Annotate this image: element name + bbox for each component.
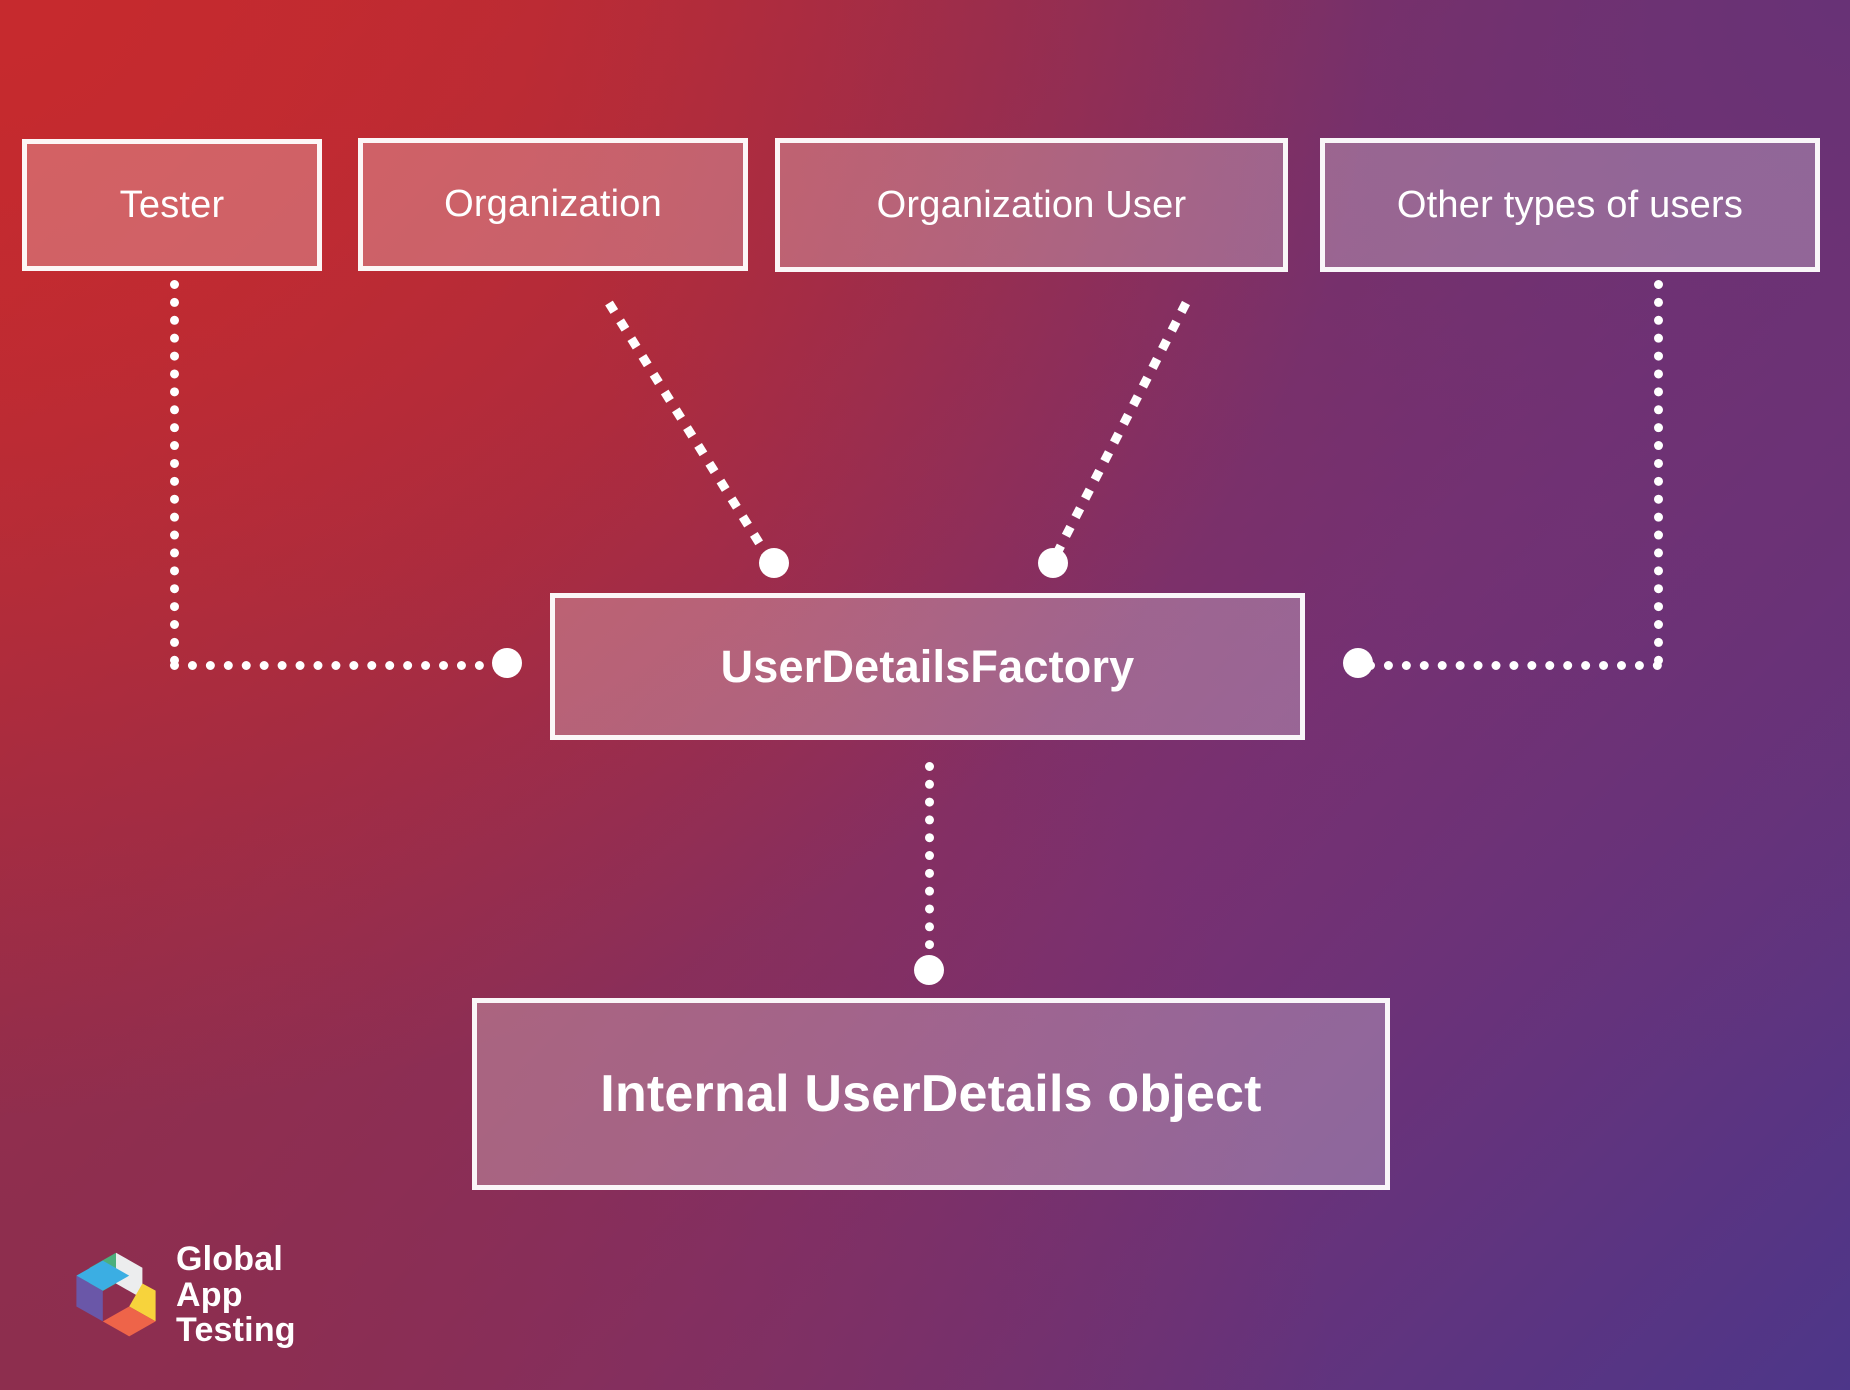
node-organization-label: Organization: [444, 183, 662, 225]
node-tester[interactable]: Tester: [22, 139, 322, 271]
hexagon-pinwheel-icon: [76, 1252, 156, 1337]
logo-wordmark: Global App Testing: [176, 1242, 372, 1347]
global-app-testing-logo: Global App Testing: [72, 1242, 372, 1347]
node-organization[interactable]: Organization: [358, 138, 748, 271]
logo-line-1: Global: [176, 1240, 283, 1279]
connector-dot-other: [1343, 648, 1373, 678]
logo-line-2: App Testing: [176, 1275, 296, 1349]
node-tester-label: Tester: [119, 183, 225, 226]
node-internal-user-details-object-label: Internal UserDetails object: [600, 1065, 1262, 1123]
connector-dot-organization: [759, 548, 789, 578]
node-organization-user[interactable]: Organization User: [775, 138, 1288, 272]
node-user-details-factory-label: UserDetailsFactory: [720, 640, 1135, 692]
connector-organization-user-diagonal: [1051, 300, 1190, 560]
connector-other-vertical: [1654, 280, 1663, 665]
connector-organization-diagonal: [605, 300, 772, 560]
node-organization-user-label: Organization User: [876, 183, 1187, 226]
node-other-types-of-users-label: Other types of users: [1396, 183, 1744, 226]
connector-tester-horizontal: [170, 661, 502, 670]
node-internal-user-details-object[interactable]: Internal UserDetails object: [472, 998, 1390, 1190]
node-user-details-factory[interactable]: UserDetailsFactory: [550, 593, 1305, 740]
connector-factory-vertical: [925, 762, 934, 967]
connector-dot-tester: [492, 648, 522, 678]
connector-other-horizontal: [1366, 661, 1662, 670]
connector-tester-vertical: [170, 280, 179, 665]
connector-dot-internal: [914, 955, 944, 985]
connector-dot-organization-user: [1038, 548, 1068, 578]
node-other-types-of-users[interactable]: Other types of users: [1320, 138, 1820, 272]
